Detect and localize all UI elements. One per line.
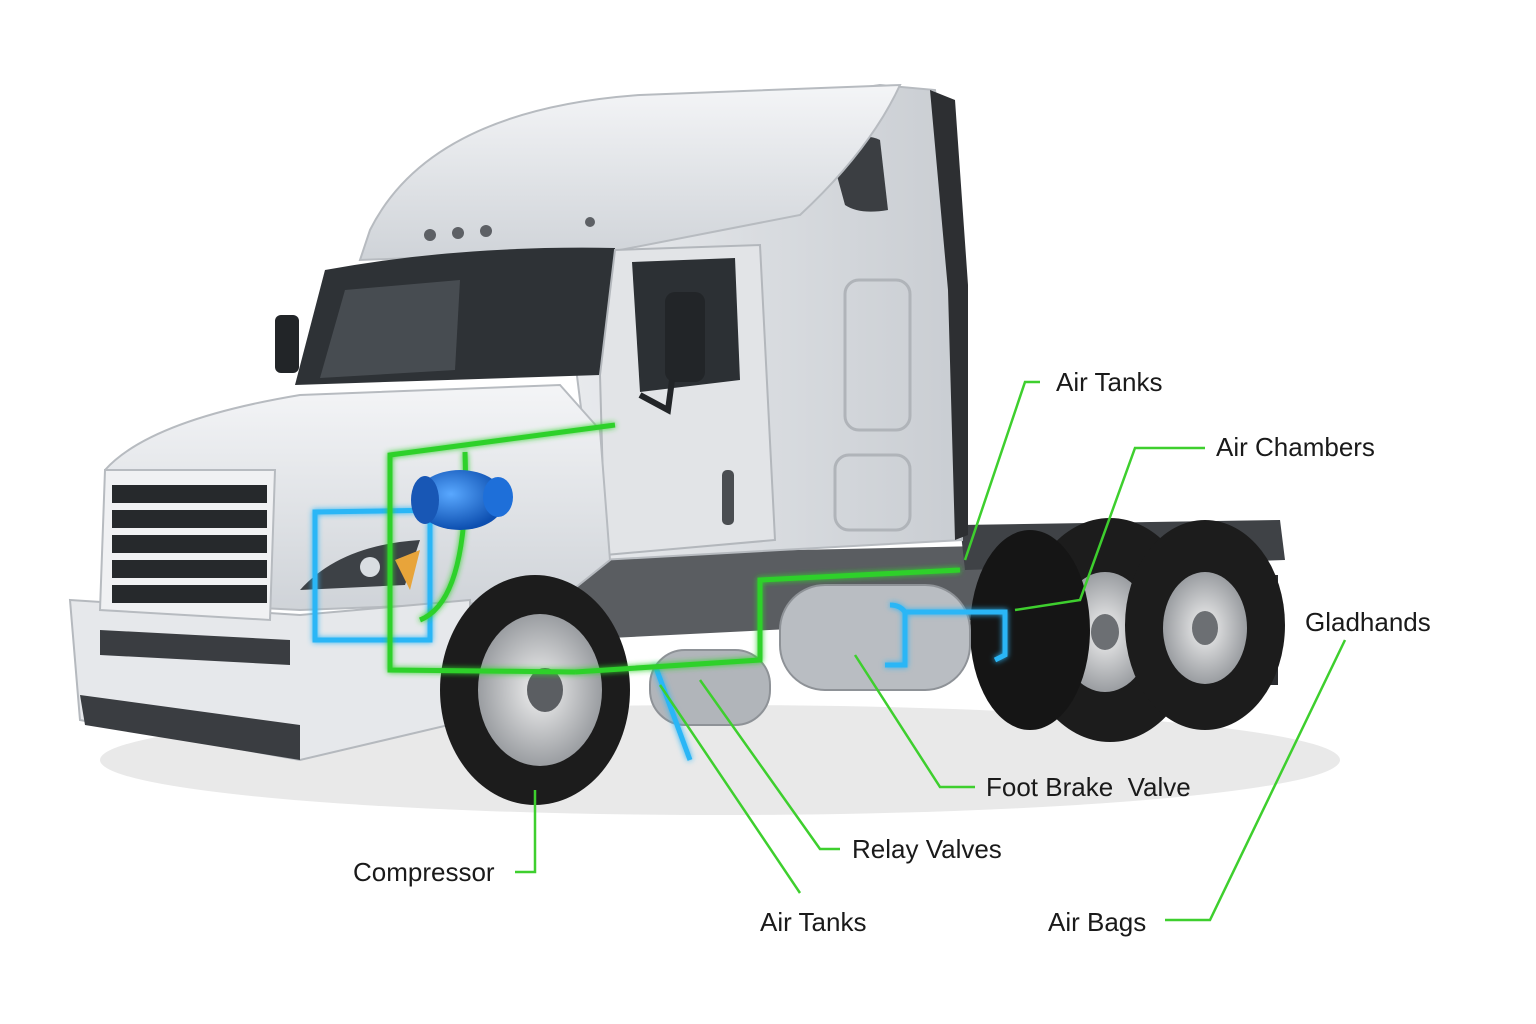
cab-door [598, 243, 777, 557]
leader-air-tanks-bottom [658, 684, 802, 894]
leader-lines [515, 380, 1347, 922]
fuel-tank [649, 584, 971, 726]
compressor-component [411, 470, 513, 530]
left-mirror [275, 315, 299, 373]
leader-relay-valves [698, 679, 840, 851]
rear-wheel-inner [970, 530, 1090, 730]
side-mirror [638, 292, 705, 415]
leader-gladhands [1165, 639, 1347, 922]
label-air-chambers: Air Chambers [1216, 432, 1375, 462]
label-foot-brake-valve: Foot Brake Valve [986, 772, 1191, 802]
front-wheel [440, 575, 630, 805]
windshield [295, 247, 615, 385]
label-air-tanks-bottom: Air Tanks [760, 907, 867, 937]
rear-wheel-2 [1125, 520, 1285, 730]
leader-compressor [515, 790, 537, 874]
leader-foot-brake-valve [853, 654, 975, 789]
label-gladhands: Gladhands [1305, 607, 1431, 637]
cab-roof [358, 83, 902, 262]
label-compressor: Compressor [353, 857, 495, 887]
leader-air-tanks-top [963, 380, 1040, 561]
label-air-tanks-top: Air Tanks [1056, 367, 1163, 397]
label-relay-valves: Relay Valves [852, 834, 1002, 864]
leader-air-chambers [1014, 446, 1205, 612]
blue-air-lines [312, 507, 1008, 761]
grille [98, 469, 277, 622]
label-air-bags: Air Bags [1048, 907, 1147, 937]
